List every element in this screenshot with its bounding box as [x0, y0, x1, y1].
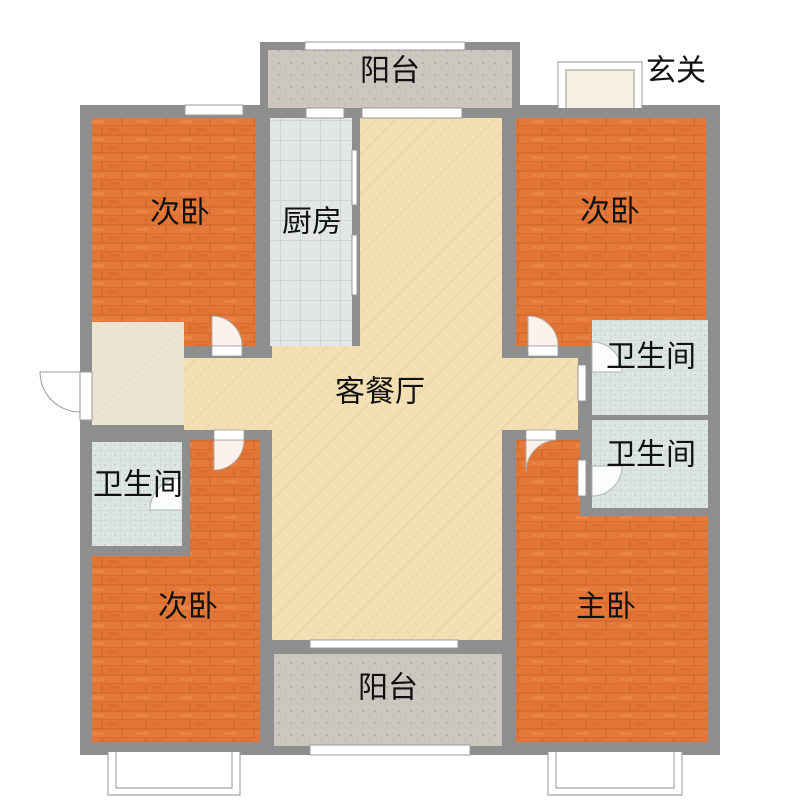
door-bath-right-1: [591, 341, 623, 373]
window-kitchen-side-1: [351, 149, 358, 206]
label-bath-right-upper: 卫生间: [606, 340, 696, 375]
label-entrance: 玄关: [646, 54, 706, 89]
window-living-top: [361, 107, 463, 119]
label-bath-left: 卫生间: [93, 468, 183, 503]
window-bottom-balcony: [309, 744, 471, 756]
doors: [39, 315, 623, 511]
window-entry: [79, 371, 93, 421]
label-master-bedroom: 主卧: [576, 590, 636, 625]
label-bath-right-lower: 卫生间: [606, 438, 696, 473]
door-bedroom-bottom-left: [213, 439, 245, 471]
bedroom-top-right-floor: [516, 118, 706, 346]
label-living-dining: 客餐厅: [335, 375, 425, 410]
door-bath-left: [149, 477, 183, 511]
balcony-bottom-floor: [274, 654, 502, 746]
bath-right-lower-floor: [592, 420, 708, 508]
bedroom-bottom-left-floor: [92, 440, 260, 742]
bedroom-top-left-floor: [92, 118, 256, 346]
entry-floor: [92, 322, 184, 425]
master-bedroom-floor: [516, 440, 708, 742]
windows: [79, 41, 587, 756]
door-bath-right-2: [591, 465, 623, 497]
window-kitchen: [305, 107, 345, 119]
door-leaf-4: [525, 429, 557, 441]
door-bedroom-top-left: [211, 315, 243, 347]
window-bath-right-2: [577, 459, 587, 497]
room-labels: 阳台 玄关 次卧 厨房 次卧 卫生间 客餐厅 卫生间 卫生间 次卧 主卧 阳台: [93, 54, 706, 706]
door-bedroom-top-right: [527, 315, 559, 347]
label-bedroom-top-right: 次卧: [580, 195, 640, 230]
window-balcony-top: [304, 41, 466, 51]
door-entrance: [39, 371, 81, 413]
kitchen-floor: [270, 118, 352, 346]
window-bath-right-1: [577, 364, 587, 402]
label-kitchen: 厨房: [282, 205, 342, 240]
door-leaf-1: [211, 345, 243, 357]
label-balcony-bottom: 阳台: [358, 671, 418, 706]
window-bedroom-top-left: [184, 104, 244, 116]
label-bedroom-top-left: 次卧: [150, 196, 210, 231]
balcony-top-floor: [268, 50, 512, 108]
bay-windows: [107, 61, 683, 796]
window-living-bottom: [309, 639, 459, 649]
floors: [92, 50, 708, 746]
door-leaf-2: [527, 345, 559, 357]
label-balcony-top: 阳台: [360, 54, 420, 89]
window-kitchen-side-2: [351, 234, 358, 296]
label-bedroom-bottom-left: 次卧: [158, 590, 218, 625]
door-leaf-3: [213, 429, 245, 441]
living-dining-floor: [184, 118, 578, 640]
